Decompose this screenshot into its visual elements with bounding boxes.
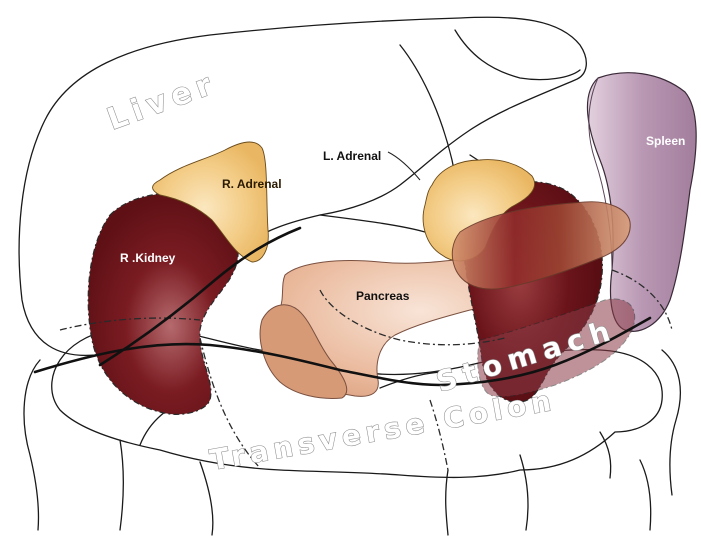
l-adrenal-leader-line bbox=[388, 152, 420, 180]
pancreas-label: Pancreas bbox=[356, 289, 410, 303]
liver-label: Liver bbox=[103, 66, 222, 138]
r-adrenal-label: R. Adrenal bbox=[222, 177, 282, 191]
spleen-label: Spleen bbox=[646, 134, 685, 148]
transverse-colon-label: Transverse Colon bbox=[207, 384, 558, 477]
spleen bbox=[587, 73, 696, 332]
l-adrenal-label: L. Adrenal bbox=[323, 149, 381, 163]
right-kidney bbox=[88, 193, 238, 414]
r-kidney-label: R .Kidney bbox=[120, 251, 176, 265]
